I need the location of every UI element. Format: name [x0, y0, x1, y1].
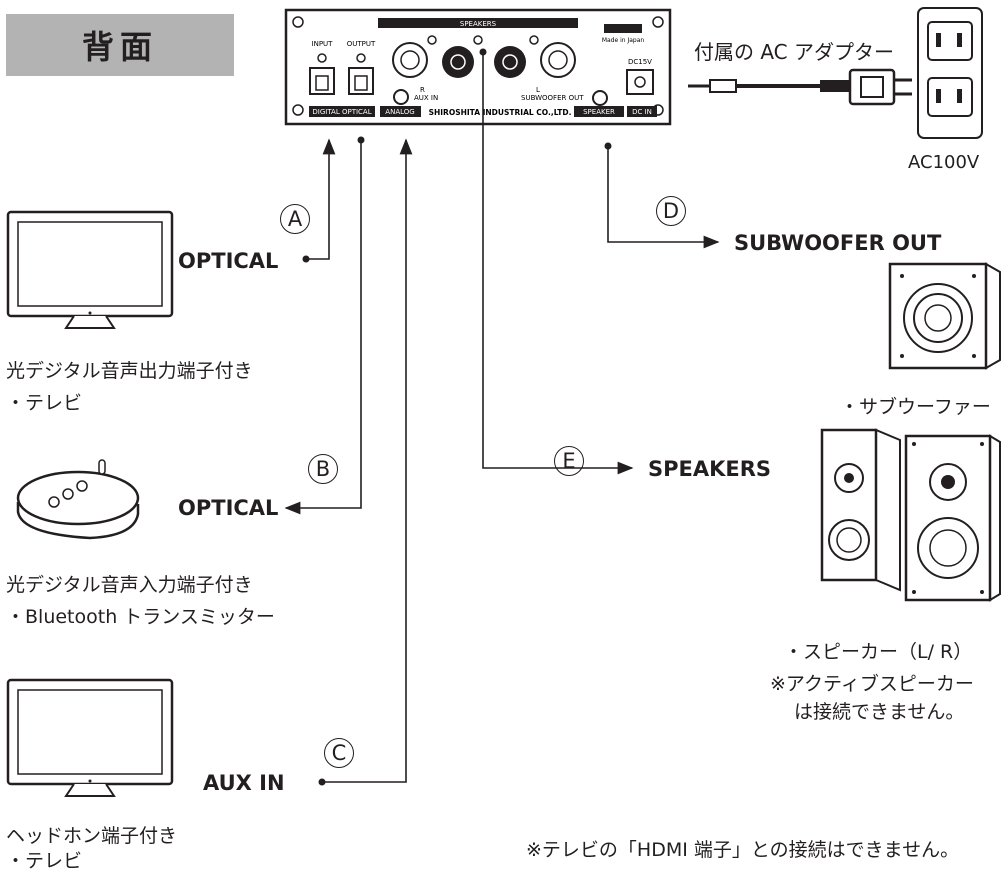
- bt-desc-line1: 光デジタル音声入力端子付き: [6, 574, 253, 596]
- marker-c: C: [324, 738, 354, 768]
- tv2-desc-line2: ・テレビ: [6, 850, 83, 872]
- page-title: 背面: [6, 14, 234, 76]
- speakers-desc: ・スピーカー（L/ R）: [784, 641, 973, 663]
- active-speaker-note-line2: は接続できません。: [794, 701, 965, 723]
- subwoofer-desc: ・サブウーファー: [840, 396, 991, 418]
- tv1-desc-line2: ・テレビ: [6, 392, 83, 414]
- aux-in-jack: [393, 89, 409, 105]
- line-c: [322, 138, 413, 783]
- tv1-desc-line1: 光デジタル音声出力端子付き: [6, 360, 253, 382]
- active-speaker-note-line1: ※アクティブスピーカー: [770, 673, 974, 695]
- subwoofer-out-panel-label: SUBWOOFER OUT: [521, 94, 584, 102]
- line-e: [482, 52, 634, 475]
- r-label: R: [420, 86, 425, 94]
- marker-b: B: [308, 454, 338, 484]
- input-label: INPUT: [312, 40, 334, 48]
- analog-label: ANALOG: [385, 108, 414, 116]
- speaker-terminals: [392, 42, 576, 78]
- dc-jack: [626, 69, 654, 95]
- subwoofer-out-label: SUBWOOFER OUT: [734, 231, 942, 255]
- tv2-desc-line1: ヘッドホン端子付き: [6, 825, 178, 847]
- digital-optical-label: DIGITAL OPTICAL: [312, 108, 371, 116]
- marker-d: D: [656, 196, 686, 226]
- adapter-label: 付属の AC アダプター: [694, 40, 895, 64]
- maker-label: SHIROSHITA INDUSTRIAL CO.,LTD.: [429, 108, 572, 117]
- aux-in-panel-label: AUX IN: [414, 94, 438, 102]
- rear-panel: SPEAKERS INPUT OUTPUT R L AUX IN S: [284, 8, 672, 126]
- tv-1-icon: [6, 210, 174, 329]
- marker-e: E: [554, 446, 584, 476]
- line-d: [607, 146, 720, 249]
- dc-label: DC15V: [628, 58, 652, 66]
- aux-in-label: AUX IN: [203, 771, 285, 795]
- ac-adapter: [688, 68, 912, 106]
- wall-outlet: [917, 7, 983, 139]
- speakers-label: SPEAKERS: [648, 457, 772, 481]
- optical-b-label: OPTICAL: [178, 496, 279, 520]
- tv-2-icon: [6, 678, 174, 797]
- made-in-label: Made in Japan: [602, 37, 645, 44]
- bt-desc-line2: ・Bluetooth トランスミッター: [6, 606, 275, 628]
- line-a: [306, 138, 336, 260]
- marker-a: A: [280, 204, 310, 234]
- speakers-icon: [820, 428, 1001, 602]
- subwoofer-icon: [888, 262, 1001, 370]
- bluetooth-transmitter-icon: [16, 459, 140, 540]
- output-label: OUTPUT: [347, 40, 376, 48]
- outlet-label: AC100V: [908, 152, 980, 173]
- subwoofer-out-jack: [592, 90, 608, 106]
- dc-in-label: DC IN: [632, 108, 652, 116]
- panel-speakers-label: SPEAKERS: [460, 20, 497, 28]
- speaker-strip-label: SPEAKER: [583, 108, 615, 116]
- optical-a-label: OPTICAL: [178, 249, 279, 273]
- footer-note: ※テレビの「HDMI 端子」との接続はできません。: [526, 839, 960, 861]
- l-label: L: [536, 86, 540, 94]
- line-b: [284, 140, 362, 515]
